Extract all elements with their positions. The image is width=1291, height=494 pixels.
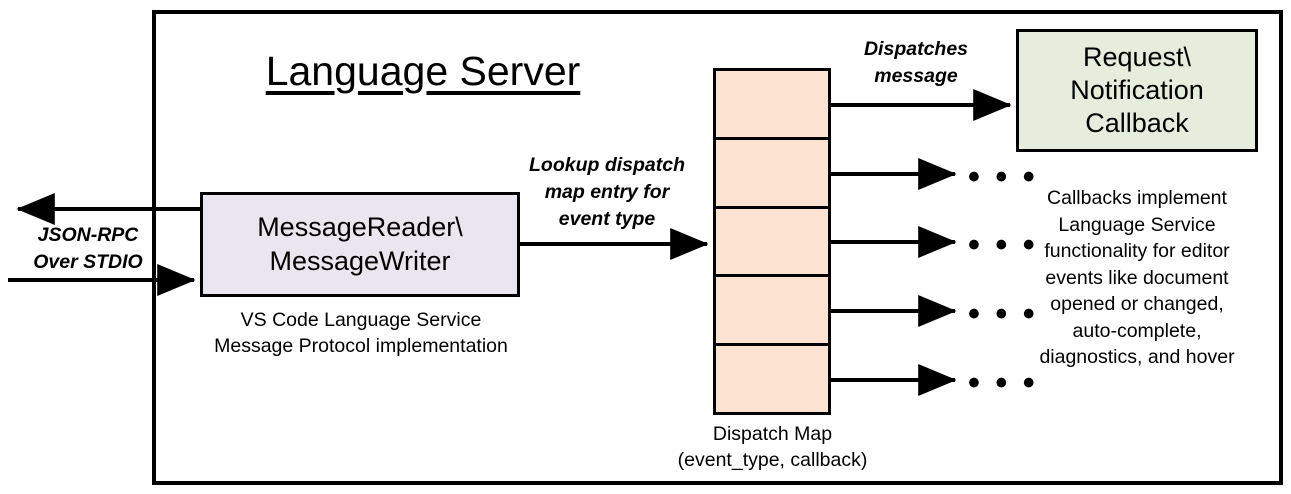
request-notification-callback-box[interactable]: Request\ Notification Callback [1016, 29, 1258, 152]
dispatch-map-caption-line-2: (event_type, callback) [677, 449, 868, 472]
lookup-dispatch-label: Lookup dispatch map entry for event type [510, 152, 704, 233]
message-reader-writer-box[interactable]: MessageReader\ MessageWriter [200, 192, 520, 297]
callback-caption-line-5: opened or changed, [1050, 293, 1224, 316]
callback-caption-line-4: events like document [1045, 266, 1229, 289]
lookup-label-line-1: Lookup dispatch [529, 154, 685, 176]
callback-caption-line-1: Callbacks implement [1047, 187, 1227, 209]
ellipsis-row-3: • • • [968, 226, 1038, 264]
jsonrpc-label-line-1: JSON-RPC [37, 224, 139, 246]
dispatch-map-row-3[interactable] [716, 209, 828, 278]
callback-box-line-3: Callback [1085, 107, 1189, 138]
lookup-label-line-3: event type [558, 207, 656, 230]
dispatch-map-caption-line-1: Dispatch Map [712, 423, 833, 445]
lookup-label-line-2: map entry for [544, 180, 670, 203]
reader-caption-line-2: Message Protocol implementation [214, 335, 508, 358]
callback-caption-line-7: diagnostics, and hover [1039, 346, 1235, 369]
callback-caption-line-3: functionality for editor [1044, 240, 1230, 263]
dispatch-map-caption: Dispatch Map (event_type, callback) [650, 421, 895, 474]
language-server-frame [152, 10, 1283, 485]
reader-box-line-2: MessageWriter [269, 245, 451, 276]
callback-caption: Callbacks implement Language Service fun… [1008, 185, 1266, 371]
ellipsis-row-4: • • • [968, 295, 1038, 333]
dispatches-label-line-1: Dispatches [863, 38, 969, 60]
message-reader-caption: VS Code Language Service Message Protoco… [170, 307, 552, 360]
reader-box-line-1: MessageReader\ [257, 211, 463, 242]
jsonrpc-stdio-label: JSON-RPC Over STDIO [8, 222, 168, 276]
dispatch-map-row-4[interactable] [716, 277, 828, 347]
dispatch-map-row-2[interactable] [716, 140, 828, 209]
callback-box-line-2: Notification [1070, 75, 1204, 106]
ellipsis-row-2: • • • [968, 158, 1038, 196]
dispatch-map-row-5[interactable] [716, 346, 828, 412]
page-title: Language Server [265, 48, 581, 94]
dispatches-label-line-2: message [874, 64, 958, 87]
callback-box-line-1: Request\ [1082, 42, 1192, 73]
ellipsis-row-5: • • • [968, 364, 1038, 402]
dispatch-map-row-1[interactable] [716, 71, 828, 140]
jsonrpc-label-line-2: Over STDIO [33, 250, 143, 273]
callback-caption-line-2: Language Service [1058, 213, 1216, 236]
dispatch-map-table[interactable] [713, 68, 831, 415]
dispatches-message-label: Dispatches message [826, 36, 1006, 90]
reader-caption-line-1: VS Code Language Service [240, 309, 482, 331]
callback-caption-line-6: auto-complete, [1072, 319, 1202, 342]
